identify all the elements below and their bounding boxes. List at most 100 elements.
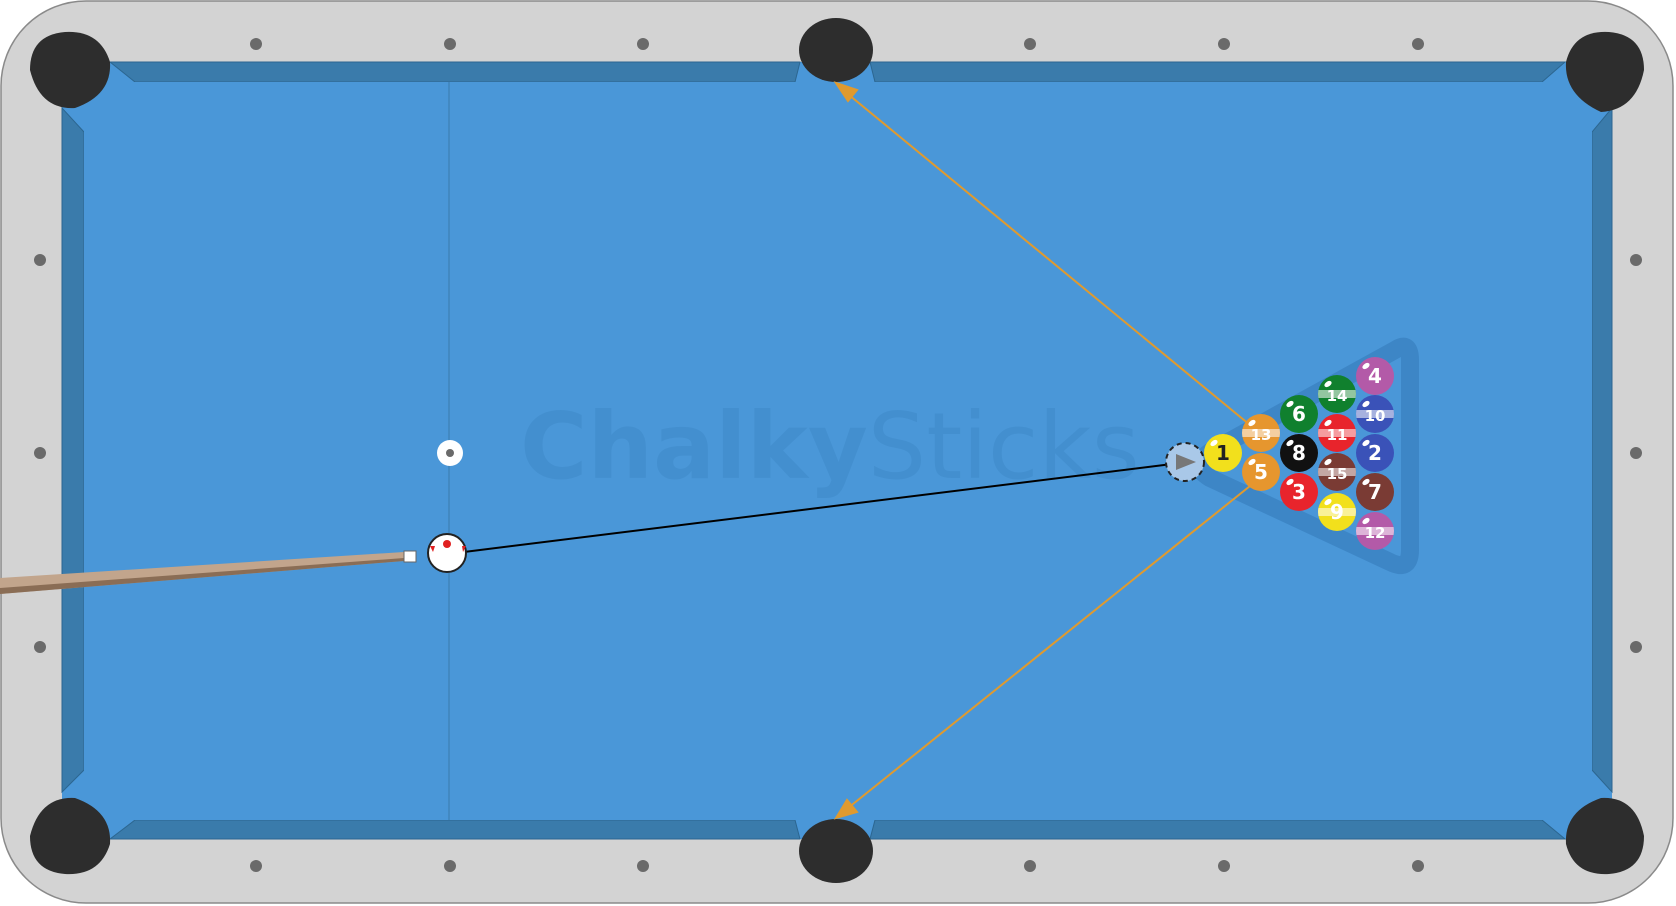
pocket-top-left bbox=[30, 31, 111, 109]
diamond bbox=[1024, 860, 1036, 872]
ball-stripe-band bbox=[1318, 390, 1356, 398]
head-spot-center bbox=[446, 449, 454, 457]
ball-number: 7 bbox=[1368, 480, 1382, 504]
side-pocket-top-path bbox=[842, 89, 1251, 426]
ball-number: 3 bbox=[1292, 480, 1306, 504]
diamond bbox=[1630, 254, 1642, 266]
diamond bbox=[1630, 447, 1642, 459]
watermark: ChalkySticks bbox=[520, 393, 1140, 500]
cue-shaft-shade bbox=[0, 558, 404, 594]
object-balls: 1 13 5 6 8 3 14 11 15 9 4 10 2 7 12 bbox=[1204, 357, 1394, 550]
ball-number: 14 bbox=[1327, 387, 1348, 405]
ball-number: 1 bbox=[1216, 441, 1230, 465]
ball-number: 9 bbox=[1330, 500, 1344, 524]
side-pocket-bottom-path bbox=[842, 485, 1251, 813]
ball-number: 8 bbox=[1292, 441, 1306, 465]
diamond bbox=[1412, 38, 1424, 50]
cushion-right bbox=[1591, 106, 1613, 794]
ball-shine bbox=[1248, 458, 1256, 466]
cue-ball bbox=[427, 533, 467, 573]
head-spot bbox=[437, 440, 463, 466]
ball-shine bbox=[1362, 517, 1370, 525]
ball-2: 2 bbox=[1356, 434, 1394, 472]
ball-number: 2 bbox=[1368, 441, 1382, 465]
svg-text:ChalkySticks: ChalkySticks bbox=[520, 393, 1140, 500]
ball-shine bbox=[1286, 400, 1294, 408]
pockets bbox=[30, 18, 1644, 883]
ball-15: 15 bbox=[1318, 453, 1356, 491]
cushion-bottom-left bbox=[108, 819, 801, 840]
ball-number: 15 bbox=[1327, 465, 1348, 483]
ball-shine bbox=[1286, 439, 1294, 447]
cue-ball-edge-mark bbox=[462, 546, 466, 552]
ball-10: 10 bbox=[1356, 395, 1394, 433]
ball-shine bbox=[1324, 380, 1332, 388]
path-arrowhead-top bbox=[833, 81, 859, 103]
cue-ball-circle bbox=[427, 533, 467, 573]
ball-shine bbox=[1324, 498, 1332, 506]
path-arrowhead-bottom bbox=[833, 798, 859, 820]
ball-shine bbox=[1362, 400, 1370, 408]
diamond bbox=[1218, 860, 1230, 872]
ball-number: 6 bbox=[1292, 402, 1306, 426]
ball-8: 8 bbox=[1280, 434, 1318, 472]
ball-number: 5 bbox=[1254, 460, 1268, 484]
diamond bbox=[637, 860, 649, 872]
ball-4: 4 bbox=[1356, 357, 1394, 395]
ball-stripe-band bbox=[1356, 410, 1394, 418]
ball-number: 11 bbox=[1327, 426, 1348, 444]
diamonds bbox=[34, 38, 1642, 872]
ball-shine bbox=[1362, 478, 1370, 486]
cue-stick bbox=[0, 550, 417, 594]
aim-line bbox=[463, 463, 1173, 553]
cushions bbox=[61, 61, 1613, 840]
pocket-top-right bbox=[1565, 31, 1644, 112]
diamond bbox=[1024, 38, 1036, 50]
diamond bbox=[34, 641, 46, 653]
ball-shine bbox=[1324, 458, 1332, 466]
ball-3: 3 bbox=[1280, 473, 1318, 511]
pocket-bottom-side bbox=[799, 819, 873, 883]
cushion-top-left bbox=[108, 61, 801, 83]
ball-number: 12 bbox=[1365, 524, 1386, 542]
ball-stripe-band bbox=[1242, 429, 1280, 437]
diamond bbox=[444, 38, 456, 50]
cushion-bottom-right bbox=[869, 819, 1567, 840]
ghost-ball bbox=[1165, 442, 1205, 482]
diamond bbox=[444, 860, 456, 872]
diamond bbox=[1630, 641, 1642, 653]
ball-shine bbox=[1286, 478, 1294, 486]
diamond bbox=[1218, 38, 1230, 50]
pocket-bottom-right bbox=[1565, 797, 1644, 875]
ball-6: 6 bbox=[1280, 395, 1318, 433]
ball-12: 12 bbox=[1356, 512, 1394, 550]
diamond bbox=[250, 38, 262, 50]
ball-5: 5 bbox=[1242, 453, 1280, 491]
ball-paths bbox=[833, 81, 1251, 820]
ball-1: 1 bbox=[1204, 434, 1242, 472]
ball-stripe-band bbox=[1356, 527, 1394, 535]
diamond bbox=[637, 38, 649, 50]
ball-shine bbox=[1210, 439, 1218, 447]
diamond bbox=[250, 860, 262, 872]
cue-ferrule bbox=[403, 550, 417, 563]
ball-11: 11 bbox=[1318, 414, 1356, 452]
cushion-top-right bbox=[869, 61, 1567, 83]
watermark-brand-bold: Chalky bbox=[520, 393, 868, 500]
ball-shine bbox=[1248, 419, 1256, 427]
watermark-brand-light: Sticks bbox=[868, 393, 1140, 500]
ball-shine bbox=[1362, 439, 1370, 447]
ball-14: 14 bbox=[1318, 375, 1356, 413]
pocket-top-side bbox=[799, 18, 873, 82]
cushion-left bbox=[61, 106, 85, 794]
ball-number: 10 bbox=[1365, 407, 1386, 425]
ball-stripe-band bbox=[1318, 508, 1356, 516]
diamond bbox=[1412, 860, 1424, 872]
ball-shine bbox=[1324, 419, 1332, 427]
ball-shine bbox=[1362, 362, 1370, 370]
ball-number: 13 bbox=[1251, 426, 1272, 444]
ball-7: 7 bbox=[1356, 473, 1394, 511]
cue-tip-mark bbox=[443, 540, 451, 548]
ball-9: 9 bbox=[1318, 493, 1356, 531]
